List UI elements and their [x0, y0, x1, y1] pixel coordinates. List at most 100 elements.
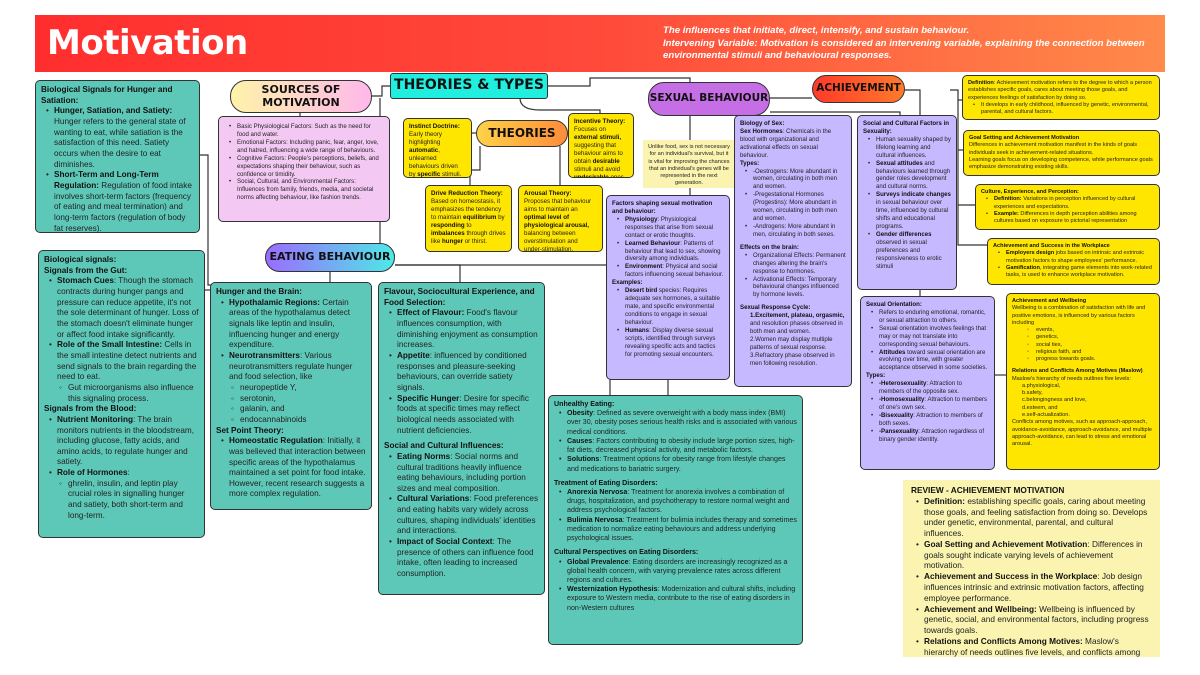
header-description: The influences that initiate, direct, in… — [663, 25, 1163, 63]
item-text: : Attraction to members of both sexes. — [879, 411, 983, 427]
item-text: suggesting that behaviour aims to obtain — [574, 142, 623, 166]
item-text: : Physiological responses that arise fro… — [625, 215, 714, 239]
sources-of-motivation-node[interactable]: SOURCES OF MOTIVATION — [230, 80, 372, 113]
list-item: Maslow's hierarchy of needs outlines fiv… — [1012, 376, 1154, 383]
key-term: Attitudes — [879, 348, 906, 356]
item-text: -Pregestational Hormones (Progestins): M… — [753, 191, 838, 223]
key-term: Westernization Hypothesis — [567, 585, 658, 594]
item-text: and resolution phases observed in both m… — [750, 320, 843, 336]
key-term: Cultural Variations — [397, 494, 470, 504]
section-heading: Effects on the brain: — [740, 243, 799, 251]
item-text: : Eating disorders are increasingly reco… — [567, 557, 788, 584]
item-text: Proposes that behaviour aims to maintain… — [524, 198, 592, 214]
list-item: Human sexuality shaped by lifelong learn… — [863, 136, 951, 160]
item-text: Maslow's hierarchy of needs outlines fiv… — [924, 635, 1141, 657]
section-heading: Cultural Perspectives on Eating Disorder… — [554, 548, 699, 557]
item-text: serotonin, — [240, 393, 276, 403]
item-text: Social, Cultural, and Environmental Fact… — [237, 178, 374, 202]
item-text: : Attraction to members of one's own sex… — [879, 396, 988, 411]
achievement-node[interactable]: ACHIEVEMENT — [812, 75, 905, 103]
key-term: Definition: — [994, 196, 1022, 203]
item-text: e.self-actualization. — [1022, 411, 1070, 418]
hunger-and-brain-box: Hunger and the Brain:Hypothalamic Region… — [210, 282, 372, 510]
list-item: Eating Norms: Social norms and cultural … — [384, 452, 539, 495]
item-text: stimuli. — [440, 171, 462, 178]
list-item: Proposes that behaviour aims to maintain… — [524, 198, 591, 213]
list-item: religious faith, and — [1012, 349, 1154, 357]
theories-and-types-node[interactable]: THEORIES & TYPES — [390, 73, 548, 99]
section-heading: REVIEW - ACHIEVEMENT MOTIVATION — [911, 485, 1065, 495]
theories-node[interactable]: THEORIES — [476, 120, 568, 147]
key-term: hunger — [442, 238, 463, 246]
list-item: -Androgens: More abundant in men, circul… — [740, 223, 846, 239]
item-text: Variations in perception influenced by c… — [994, 196, 1136, 210]
flavour-sociocultural-box: Flavour, Sociocultural Experience, and F… — [378, 282, 545, 595]
key-term: Learned Behaviour — [625, 239, 681, 247]
list-item: Gender differences observed in sexual pr… — [863, 231, 951, 271]
list-item: specific stimuli. — [417, 171, 462, 178]
item-text: Gut microorganisms also influence this s… — [68, 382, 194, 403]
list-item: Sex Hormones: Chemicals in the blood wit… — [740, 128, 846, 160]
item-text: Certain areas of the hypothalamus detect… — [229, 297, 351, 350]
key-term: Impact of Social Context — [397, 537, 493, 547]
list-item: Cultural Variations: Food preferences an… — [384, 494, 539, 537]
list-item: Desert bird species: Requires adequate s… — [612, 287, 724, 327]
list-item: Impact of Social Context: The presence o… — [384, 537, 539, 580]
key-term: Definition: — [924, 495, 966, 506]
item-text: : influenced by conditioned responses an… — [397, 350, 527, 392]
list-item: Physiology: Physiological responses that… — [612, 216, 724, 240]
list-item: Neurotransmitters: Various neurotransmit… — [216, 351, 366, 383]
item-text: : The brain monitors nutrients in the bl… — [57, 414, 194, 467]
key-term: undesirable — [574, 174, 609, 178]
item-text: jobs based on intrinsic and extrinsic mo… — [1006, 250, 1145, 264]
item-text: : Differences in goals sought indicate v… — [924, 538, 1143, 571]
key-term: Solutions — [567, 455, 600, 464]
item-text: c.belongingness and love, — [1022, 397, 1087, 404]
eating-behaviour-node[interactable]: EATING BEHAVIOUR — [265, 243, 395, 272]
list-item: Definition: Achievement motivation refer… — [968, 80, 1154, 102]
list-item: 3.Refractory phase observed in men follo… — [740, 352, 846, 368]
item-text: : Job design influences intrinsic and ex… — [924, 571, 1144, 603]
key-term: Surveys indicate changes — [876, 191, 951, 199]
section-heading: Types: — [740, 159, 760, 167]
list-item: Relations and Conflicts Among Motives: M… — [911, 636, 1152, 657]
list-item: optimal level of physiological arousal, … — [524, 214, 589, 251]
list-item: b.safety, — [1012, 390, 1154, 397]
item-text: toward sexual orientation are evolving o… — [879, 348, 988, 372]
list-item: Obesity: Defined as severe overweight wi… — [554, 409, 797, 437]
key-term: responding — [431, 222, 465, 230]
key-term: Environment — [625, 263, 663, 271]
review-achievement-motivation-box: REVIEW - ACHIEVEMENT MOTIVATIONDefinitio… — [903, 480, 1160, 657]
list-item: Solutions: Treatment options for obesity… — [554, 455, 797, 473]
item-text: galanin, and — [240, 404, 285, 414]
list-item: Unlike food, sex is not necessary for an… — [648, 144, 730, 188]
item-text: or thirst. — [462, 238, 488, 246]
key-term: Physiology — [625, 215, 658, 223]
item-text: , unlearned behaviours driven by — [409, 147, 458, 178]
key-term: Desert bird — [625, 287, 658, 295]
list-item: hunger or thirst. — [442, 238, 487, 245]
list-item: equilibrium by — [463, 214, 505, 221]
key-term: Stomach Cues — [57, 276, 114, 286]
item-text: Cells in the small intestine detect nutr… — [57, 340, 197, 382]
list-item: Appetite: influenced by conditioned resp… — [384, 351, 539, 394]
biological-signals-box: Biological signals:Signals from the Gut:… — [38, 250, 205, 538]
list-item: social ties, — [1012, 342, 1154, 350]
list-item: neuropeptide Y, — [216, 383, 366, 394]
item-text: -Androgens: More abundant in men, circul… — [753, 222, 836, 238]
item-text: : The presence of others can influence f… — [397, 537, 534, 579]
item-text: d.esteem, and — [1022, 404, 1058, 411]
item-text: : Patterns of behaviour that lead to sex… — [625, 239, 721, 263]
key-term: Appetite — [397, 350, 430, 360]
key-term: Hunger, Satiation, and Satiety: — [54, 106, 173, 116]
item-text: : Attraction regardless of binary gender… — [879, 427, 985, 443]
item-text: : Factors contributing to obesity includ… — [567, 436, 795, 455]
key-term: Hypothalamic Regions: — [229, 297, 320, 307]
sexual-behaviour-node[interactable]: SEXUAL BEHAVIOUR — [648, 82, 770, 116]
list-item: Conflicts among motives, such as approac… — [1012, 419, 1154, 448]
item-text: : Desire for specific foods at specific … — [397, 393, 529, 435]
item-text: Regulation of food intake involves short… — [54, 180, 192, 233]
key-term: Short-Term and Long-Term Regulation: — [54, 170, 159, 190]
item-text: : Various neurotransmitters regulate hun… — [229, 350, 353, 382]
key-term: Gamification — [1006, 264, 1040, 271]
